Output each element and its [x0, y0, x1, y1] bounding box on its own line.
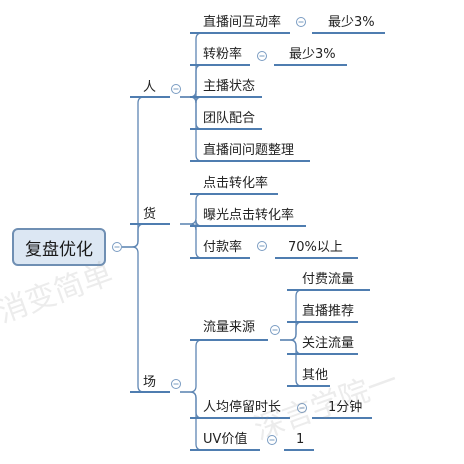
node-paid-traffic[interactable]: 付费流量: [302, 272, 355, 287]
node-issue-review[interactable]: 直播间问题整理: [203, 143, 295, 158]
node-payment-rate[interactable]: 付款率: [203, 240, 243, 255]
node-follow-traffic[interactable]: 关注流量: [302, 336, 355, 351]
edge-traffic-1: [280, 321, 303, 341]
edge-root-goods: [122, 223, 145, 248]
branch-label-scene[interactable]: 场: [143, 375, 157, 390]
root-node[interactable]: 复盘优化: [12, 228, 106, 266]
branch-label-people: 人: [143, 80, 157, 95]
node-payment-min[interactable]: 70%以上: [288, 240, 343, 255]
node-live-interaction-rate[interactable]: 直播间互动率: [203, 15, 282, 30]
node-avg-stay-value[interactable]: 1分钟: [328, 400, 363, 415]
node-interaction-min[interactable]: 最少3%: [328, 15, 375, 30]
edge-goods-2: [180, 223, 203, 259]
node-team-work[interactable]: 团队配合: [203, 111, 256, 126]
edge-traffic-3: [280, 339, 303, 387]
edge-people-1: [180, 64, 203, 98]
node-traffic-source[interactable]: 流量来源: [203, 320, 256, 335]
node-host-state[interactable]: 主播状态: [203, 79, 256, 94]
edge-traffic-2: [280, 339, 303, 355]
edge-scene-0: [180, 339, 203, 393]
root-label: 复盘优化: [25, 239, 93, 260]
edge-traffic-0: [280, 289, 303, 341]
edge-people-3: [180, 96, 203, 130]
node-follow-min[interactable]: 最少3%: [289, 47, 336, 62]
node-exposure-click-conversion[interactable]: 曝光点击转化率: [203, 208, 295, 223]
edge-root-scene: [122, 246, 145, 393]
edge-goods-0: [180, 193, 203, 225]
edge-scene-2: [180, 391, 203, 451]
branch-label-goods[interactable]: 货: [143, 207, 157, 222]
edge-scene-1: [180, 391, 203, 419]
node-avg-stay[interactable]: 人均停留时长: [203, 400, 282, 415]
node-uv-value-number[interactable]: 1: [296, 432, 305, 447]
node-other[interactable]: 其他: [302, 368, 329, 383]
node-live-recommend[interactable]: 直播推荐: [302, 304, 355, 319]
node-uv-value[interactable]: UV价值: [203, 432, 248, 447]
node-click-conversion[interactable]: 点击转化率: [203, 176, 269, 191]
node-follow-rate[interactable]: 转粉率: [203, 47, 243, 62]
